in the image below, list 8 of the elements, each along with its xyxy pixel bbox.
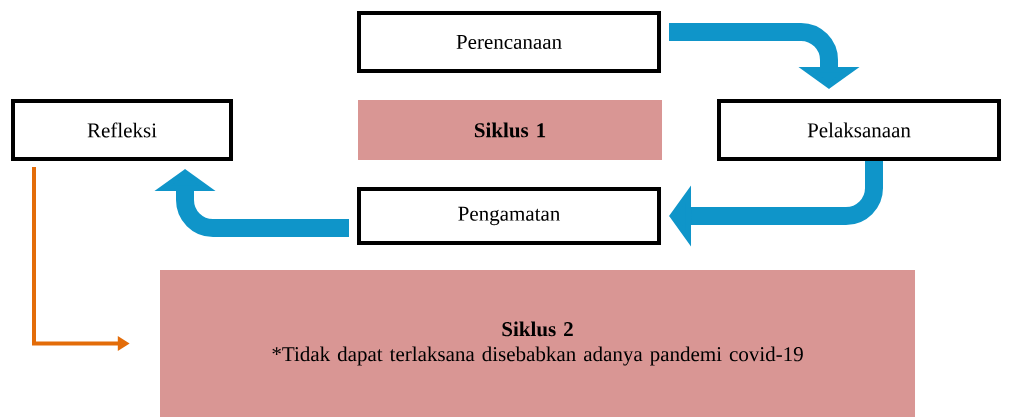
highlight-box: Siklus 1 [358, 100, 662, 160]
arrow [154, 169, 349, 237]
text-box: Refleksi [11, 99, 233, 161]
highlight-box: Siklus 2 *Tidak dapat terlaksana disebabkan adanya pandemi covid-19 [160, 270, 915, 417]
arrow [669, 23, 860, 89]
text-box: Perencanaan [357, 11, 661, 73]
text-box: Pengamatan [357, 187, 661, 245]
text-box: Pelaksanaan [717, 99, 1001, 161]
